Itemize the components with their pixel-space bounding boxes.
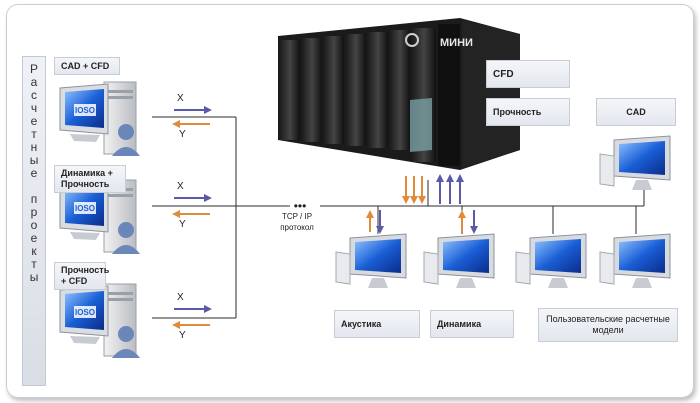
- x-label-3: X: [177, 292, 184, 303]
- y-arrow-3: [172, 321, 210, 329]
- acoustics-label: Акустика: [334, 310, 420, 338]
- monitor-dynamics: [423, 233, 495, 289]
- side-title-letter: к: [31, 244, 37, 258]
- project-label-2: Динамика + Прочность: [54, 165, 126, 193]
- side-title-letter: р: [30, 205, 38, 219]
- network-dots: •••: [294, 199, 307, 213]
- side-title-letter: о: [30, 218, 38, 232]
- x-arrow-2: [174, 194, 212, 202]
- y-arrow-1: [172, 120, 210, 128]
- x-arrow-3: [174, 305, 212, 313]
- protocol-line-1: TCP / IP: [281, 212, 313, 221]
- side-title-letter: е: [30, 166, 38, 180]
- cad-label: CAD: [596, 98, 676, 126]
- workstation-1: [59, 81, 141, 157]
- monitor-acoustics: [335, 233, 407, 289]
- x-label-1: X: [177, 93, 184, 104]
- side-title-letter: Р: [29, 62, 38, 76]
- side-title-letter: е: [30, 114, 38, 128]
- side-title-letter: п: [30, 192, 38, 206]
- y-label-3: Y: [179, 330, 186, 341]
- side-title-letter: ч: [30, 101, 38, 115]
- side-title-letter: т: [31, 127, 37, 141]
- side-title-letter: а: [30, 75, 38, 89]
- side-title-letter: н: [30, 140, 38, 154]
- user-models-label: Пользовательские расчетные модели: [538, 308, 678, 342]
- side-title-letter: с: [31, 88, 37, 102]
- supercomputer: МИНИ: [278, 18, 520, 170]
- cfd-label: CFD: [486, 60, 570, 88]
- side-title-letter: ы: [29, 153, 39, 167]
- project-label-3: Прочность + CFD: [54, 262, 109, 290]
- down-arrows: [402, 176, 426, 204]
- side-title-letter: т: [31, 257, 37, 271]
- monitor-cad: [599, 135, 671, 191]
- monitor-user-2: [599, 233, 671, 289]
- x-arrow-1: [174, 106, 212, 114]
- project-label-1: CAD + CFD: [54, 57, 120, 75]
- x-label-2: X: [177, 181, 184, 192]
- strength-label: Прочность: [486, 98, 570, 126]
- monitor-user-1: [515, 233, 587, 289]
- up-arrows: [436, 174, 464, 204]
- server-brand: МИНИ: [440, 37, 473, 49]
- y-arrow-2: [172, 210, 210, 218]
- protocol-line-2: протокол: [280, 223, 314, 232]
- workstation-3: [59, 283, 141, 359]
- y-label-2: Y: [179, 219, 186, 230]
- y-label-1: Y: [179, 129, 186, 140]
- side-title-letter: ы: [29, 270, 39, 284]
- dynamics-arrows: [458, 210, 478, 234]
- side-title-letter: е: [30, 231, 38, 245]
- dynamics-label: Динамика: [430, 310, 514, 338]
- acoustics-arrows: [366, 210, 384, 234]
